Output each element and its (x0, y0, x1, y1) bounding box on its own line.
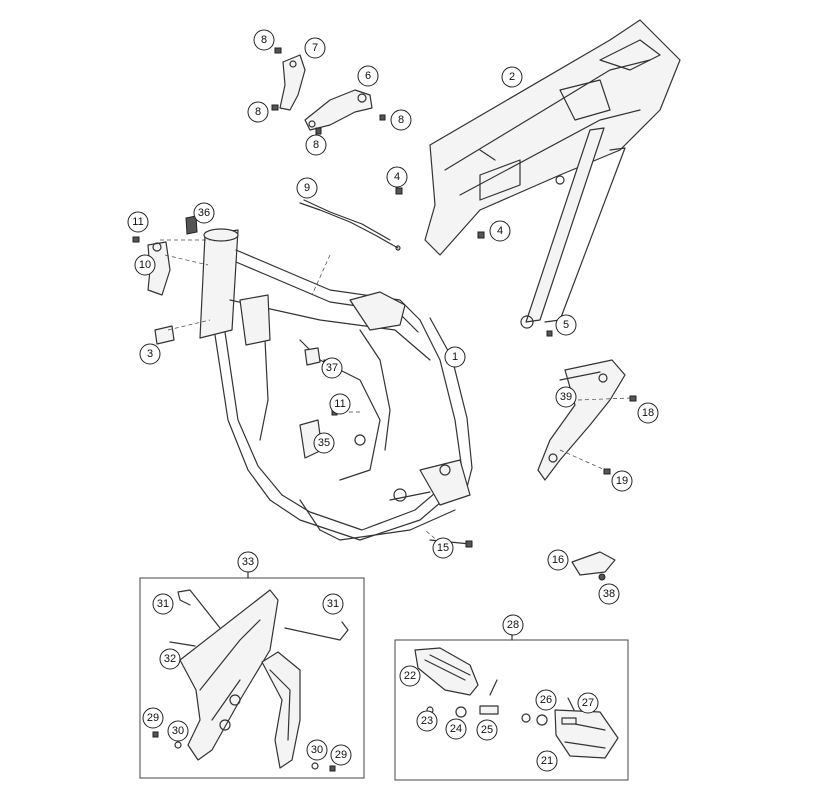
part-7-bracket (279, 54, 306, 111)
svg-text:21: 21 (541, 755, 553, 767)
part-39-guard (537, 359, 626, 481)
callout-39: 39 (555, 386, 577, 408)
svg-text:26: 26 (540, 694, 552, 706)
callout-30-left: 30 (167, 720, 189, 742)
callout-1: 1 (444, 346, 466, 368)
svg-text:3: 3 (147, 348, 153, 360)
svg-text:4: 4 (394, 171, 400, 183)
svg-text:2: 2 (509, 71, 515, 83)
svg-text:6: 6 (365, 70, 371, 82)
svg-text:33: 33 (242, 556, 254, 568)
callout-3: 3 (139, 343, 161, 365)
main-frame (199, 228, 473, 541)
svg-text:39: 39 (560, 391, 572, 403)
rear-subframe (424, 19, 681, 329)
svg-text:15: 15 (437, 542, 449, 554)
callout-26: 26 (535, 689, 557, 711)
callout-2: 2 (501, 66, 523, 88)
part-37-clip (304, 347, 321, 366)
svg-text:36: 36 (198, 207, 210, 219)
svg-text:9: 9 (304, 182, 310, 194)
svg-text:8: 8 (313, 139, 319, 151)
leader-lines (160, 239, 631, 544)
part-9-cable (299, 199, 401, 251)
svg-text:30: 30 (172, 725, 184, 737)
callout-4-upper: 4 (386, 166, 408, 188)
svg-text:37: 37 (326, 362, 338, 374)
callout-4-lower: 4 (489, 220, 511, 242)
svg-text:25: 25 (481, 724, 493, 736)
svg-text:5: 5 (563, 319, 569, 331)
svg-text:8: 8 (255, 106, 261, 118)
svg-text:24: 24 (450, 723, 462, 735)
callout-8-left: 8 (247, 101, 269, 123)
callout-27: 27 (577, 692, 599, 714)
bolts (132, 47, 637, 548)
callout-31-left: 31 (152, 593, 174, 615)
svg-text:22: 22 (404, 670, 416, 682)
callout-29-left: 29 (142, 707, 164, 729)
callout-8-right: 8 (390, 109, 412, 131)
callout-11-lower: 11 (329, 393, 351, 415)
callout-32: 32 (159, 648, 181, 670)
callout-8-bottom: 8 (305, 134, 327, 156)
callout-28: 28 (502, 614, 524, 636)
callout-10: 10 (134, 254, 156, 276)
svg-text:28: 28 (507, 619, 519, 631)
callout-30-right: 30 (306, 739, 328, 761)
svg-text:32: 32 (164, 653, 176, 665)
svg-text:23: 23 (421, 715, 433, 727)
svg-text:31: 31 (327, 598, 339, 610)
callout-19: 19 (611, 470, 633, 492)
svg-text:1: 1 (452, 351, 458, 363)
callout-36: 36 (193, 202, 215, 224)
svg-text:19: 19 (616, 475, 628, 487)
svg-text:4: 4 (497, 225, 503, 237)
callout-15: 15 (432, 537, 454, 559)
callout-29-right: 29 (330, 744, 352, 766)
part-16-plate (571, 551, 616, 581)
svg-text:11: 11 (334, 398, 345, 410)
svg-text:29: 29 (147, 712, 159, 724)
callout-31-right: 31 (322, 593, 344, 615)
part-6-bracket (304, 89, 373, 131)
callout-22: 22 (399, 665, 421, 687)
group-28-box (394, 627, 629, 781)
callout-8-top: 8 (253, 29, 275, 51)
svg-text:10: 10 (139, 259, 151, 271)
callout-35: 35 (313, 432, 335, 454)
callout-21: 21 (536, 750, 558, 772)
part-3-pad (154, 325, 175, 345)
callout-18: 18 (637, 402, 659, 424)
callout-23: 23 (416, 710, 438, 732)
svg-text:18: 18 (642, 407, 654, 419)
group-33-box (139, 564, 365, 779)
callout-5: 5 (555, 314, 577, 336)
svg-text:30: 30 (311, 744, 323, 756)
svg-text:38: 38 (603, 588, 615, 600)
callout-37: 37 (321, 357, 343, 379)
callout-33: 33 (237, 551, 259, 573)
svg-text:7: 7 (312, 42, 318, 54)
callout-38: 38 (598, 583, 620, 605)
svg-text:31: 31 (157, 598, 169, 610)
callout-25: 25 (476, 719, 498, 741)
svg-text:8: 8 (261, 34, 267, 46)
callout-6: 6 (357, 65, 379, 87)
svg-text:27: 27 (582, 697, 594, 709)
part-36-connector (185, 215, 198, 235)
svg-text:29: 29 (335, 749, 347, 761)
svg-text:16: 16 (552, 554, 564, 566)
svg-text:35: 35 (318, 437, 330, 449)
callout-7: 7 (304, 37, 326, 59)
callout-24: 24 (445, 718, 467, 740)
callout-16: 16 (547, 549, 569, 571)
callout-11-upper: 11 (127, 211, 149, 233)
svg-text:8: 8 (398, 114, 404, 126)
callout-9: 9 (296, 177, 318, 199)
svg-text:11: 11 (132, 216, 143, 228)
